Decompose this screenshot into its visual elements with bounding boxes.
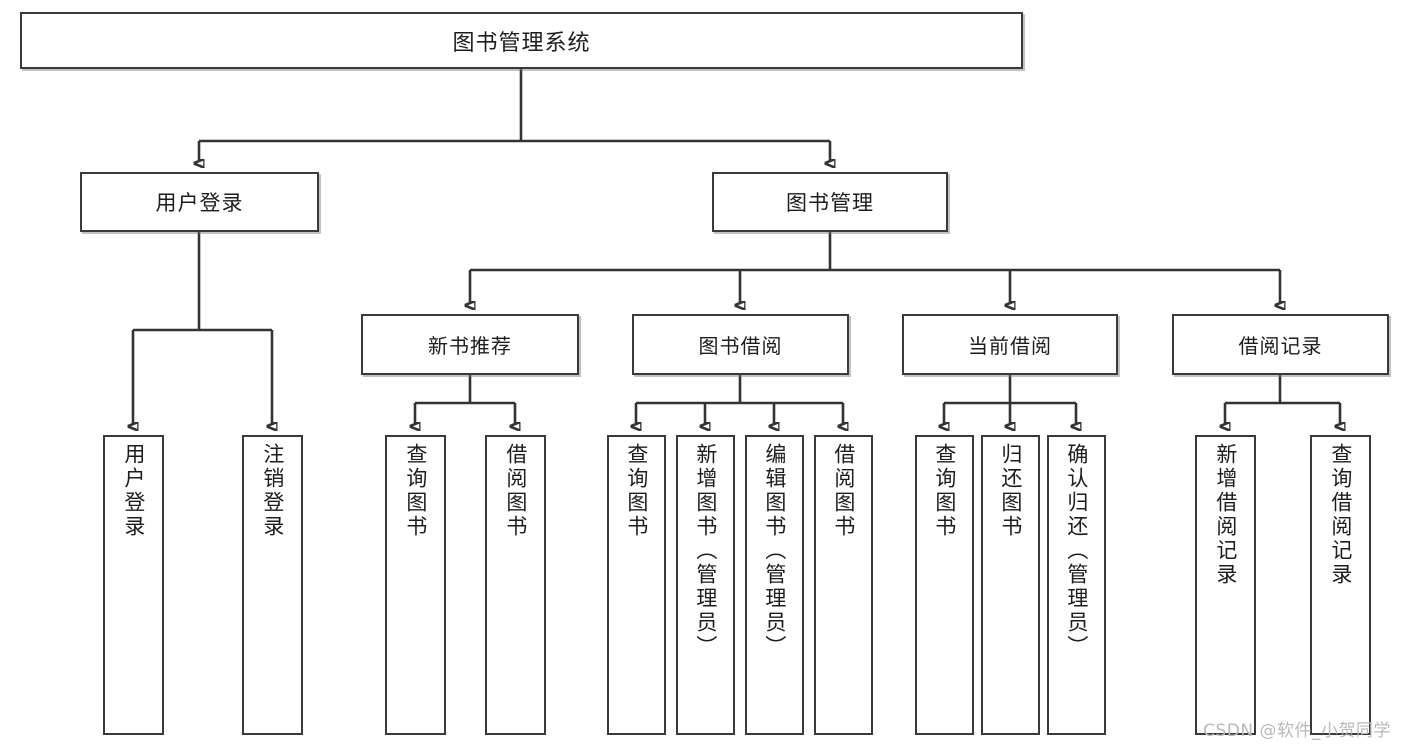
leaf-label: 确认归还（管理员） bbox=[1064, 443, 1089, 659]
leaf-label: 查询图书 bbox=[403, 443, 428, 539]
node-book-management[interactable]: 图书管理 bbox=[712, 172, 948, 232]
leaf-node[interactable]: 新增借阅记录 bbox=[1195, 435, 1256, 735]
node-user-login-label: 用户登录 bbox=[155, 191, 244, 215]
leaf-label: 注销登录 bbox=[260, 443, 285, 539]
node-borrow-record-label: 借阅记录 bbox=[1238, 334, 1323, 358]
node-current-borrow-label: 当前借阅 bbox=[968, 334, 1052, 358]
leaf-label: 借阅图书 bbox=[503, 443, 528, 539]
leaf-node[interactable]: 查询图书 bbox=[385, 435, 446, 735]
leaf-node[interactable]: 归还图书 bbox=[981, 435, 1040, 735]
node-new-book-recommend-label: 新书推荐 bbox=[428, 334, 512, 358]
watermark-text: CSDN @软件_小贺同学 bbox=[1203, 721, 1391, 741]
leaf-label: 编辑图书（管理员） bbox=[762, 443, 787, 659]
leaf-node[interactable]: 借阅图书 bbox=[814, 435, 873, 735]
node-book-borrow[interactable]: 图书借阅 bbox=[632, 314, 849, 375]
node-book-management-label: 图书管理 bbox=[786, 191, 874, 215]
leaf-label: 新增借阅记录 bbox=[1213, 443, 1238, 587]
leaf-label: 归还图书 bbox=[998, 443, 1023, 539]
leaf-label: 查询借阅记录 bbox=[1328, 443, 1353, 587]
leaf-node[interactable]: 确认归还（管理员） bbox=[1047, 435, 1106, 735]
node-user-login[interactable]: 用户登录 bbox=[80, 172, 319, 232]
leaf-node[interactable]: 新增图书（管理员） bbox=[676, 435, 735, 735]
node-current-borrow[interactable]: 当前借阅 bbox=[902, 314, 1118, 375]
node-root-system[interactable]: 图书管理系统 bbox=[20, 12, 1023, 69]
leaf-label: 用户登录 bbox=[121, 443, 146, 539]
leaf-node[interactable]: 查询图书 bbox=[607, 435, 666, 735]
leaf-node[interactable]: 查询借阅记录 bbox=[1310, 435, 1371, 735]
node-borrow-record[interactable]: 借阅记录 bbox=[1172, 314, 1389, 375]
leaf-node[interactable]: 借阅图书 bbox=[485, 435, 546, 735]
leaf-node[interactable]: 查询图书 bbox=[915, 435, 974, 735]
node-root-label: 图书管理系统 bbox=[452, 30, 591, 56]
leaf-label: 借阅图书 bbox=[831, 443, 856, 539]
leaf-node[interactable]: 用户登录 bbox=[103, 435, 164, 735]
leaf-label: 查询图书 bbox=[624, 443, 649, 539]
leaf-node[interactable]: 编辑图书（管理员） bbox=[745, 435, 804, 735]
leaf-label: 查询图书 bbox=[932, 443, 957, 539]
leaf-label: 新增图书（管理员） bbox=[693, 443, 718, 659]
node-new-book-recommend[interactable]: 新书推荐 bbox=[361, 314, 579, 375]
leaf-node[interactable]: 注销登录 bbox=[242, 435, 303, 735]
node-book-borrow-label: 图书借阅 bbox=[698, 334, 783, 358]
